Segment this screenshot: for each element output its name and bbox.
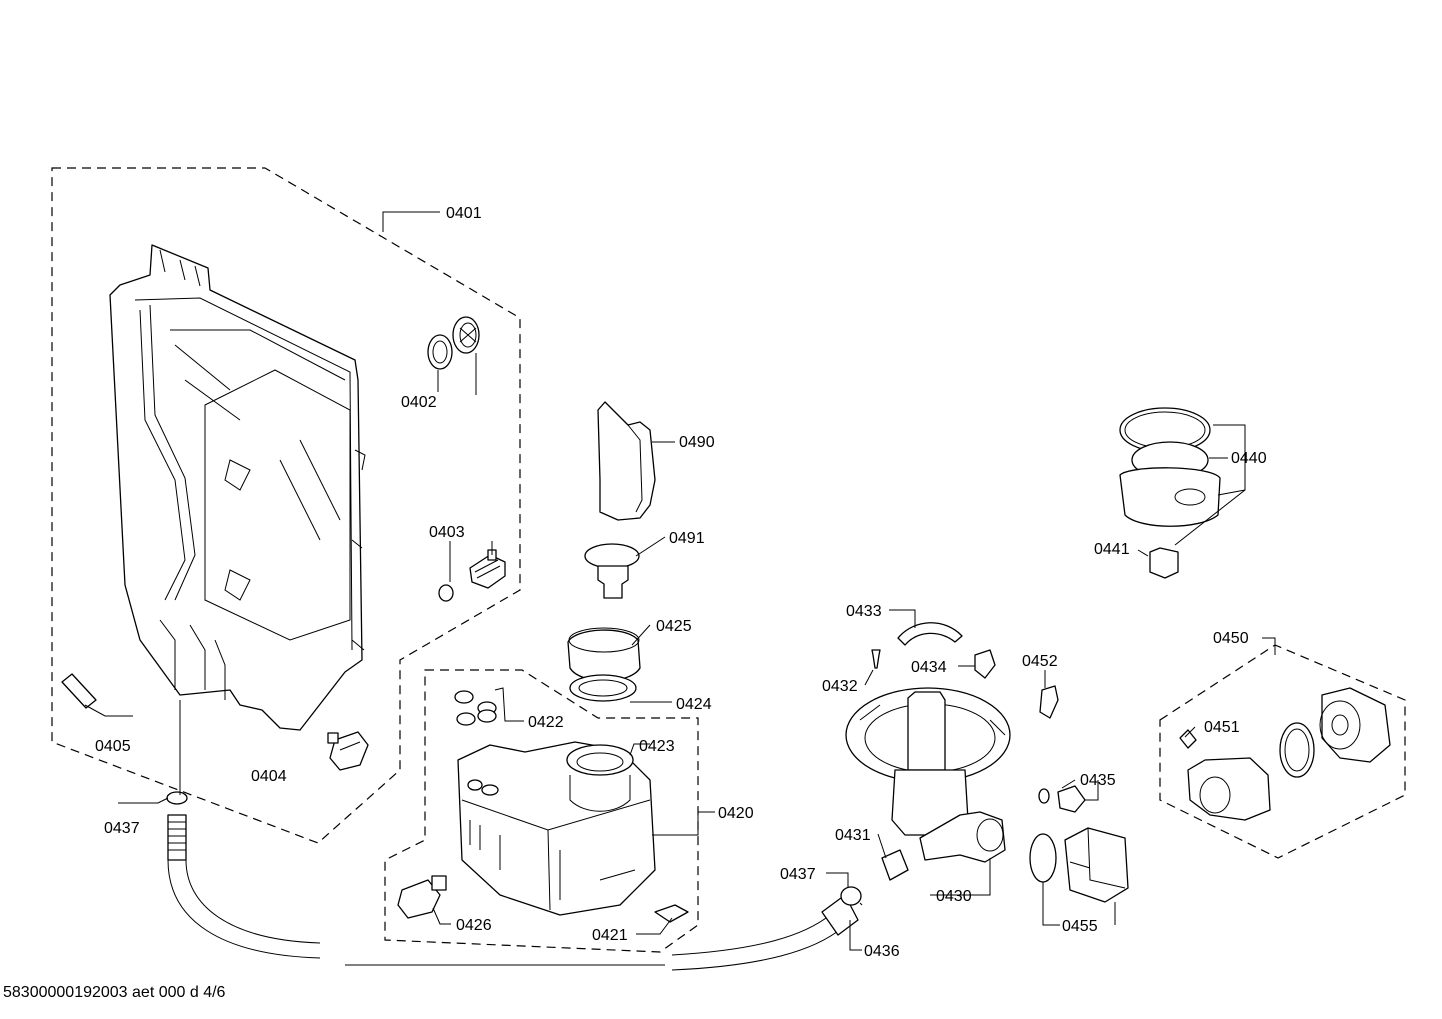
label-0437-right: 0437 xyxy=(780,866,816,883)
ring-0402-part xyxy=(427,316,480,370)
label-0437-left: 0437 xyxy=(104,820,140,837)
clip-0421-part xyxy=(654,904,689,923)
label-0423: 0423 xyxy=(639,738,675,755)
label-0404: 0404 xyxy=(251,768,287,785)
part-0435 xyxy=(1038,785,1086,813)
label-0451: 0451 xyxy=(1204,719,1240,736)
label-0405: 0405 xyxy=(95,738,131,755)
drain-pump-0450-part xyxy=(1179,687,1391,821)
part-0452 xyxy=(1039,685,1059,719)
label-0452: 0452 xyxy=(1022,653,1058,670)
cap-0425-part xyxy=(567,627,641,682)
label-0420: 0420 xyxy=(718,805,754,822)
softener-0420-part xyxy=(457,741,656,916)
label-0435: 0435 xyxy=(1080,772,1116,789)
label-0424: 0424 xyxy=(676,696,712,713)
label-0440: 0440 xyxy=(1231,450,1267,467)
clip-0405-part xyxy=(61,673,97,709)
label-0425: 0425 xyxy=(656,618,692,635)
part-0434 xyxy=(974,649,996,679)
adapter-0431-part xyxy=(881,849,909,881)
deflector-0433-part xyxy=(897,622,963,646)
label-0432: 0432 xyxy=(822,678,858,695)
ring-0424-part xyxy=(569,674,637,702)
leader-lines xyxy=(84,211,1276,951)
group-outline-0420 xyxy=(384,669,699,953)
label-0402: 0402 xyxy=(401,394,437,411)
group-outline-0401 xyxy=(51,167,521,844)
funnel-0490-part xyxy=(597,401,656,521)
screw-0432-part xyxy=(871,649,881,669)
pump-pot-0430-part xyxy=(845,687,1011,863)
label-0490: 0490 xyxy=(679,434,715,451)
heat-pump-0455-part xyxy=(1029,827,1129,903)
seals-0422-part xyxy=(454,690,497,726)
label-0430: 0430 xyxy=(936,888,972,905)
label-0426: 0426 xyxy=(456,917,492,934)
label-0431: 0431 xyxy=(835,827,871,844)
nozzle-0491-part xyxy=(584,543,640,599)
sensor-0404-part xyxy=(327,731,369,771)
cover-0440-part xyxy=(1119,407,1221,527)
label-0422: 0422 xyxy=(528,714,564,731)
valve-0426-part xyxy=(397,875,447,919)
valve-0403-part xyxy=(438,549,506,602)
label-0401: 0401 xyxy=(446,205,482,222)
label-0433: 0433 xyxy=(846,603,882,620)
label-0450: 0450 xyxy=(1213,630,1249,647)
part-labels: 0401 0402 0403 0404 0405 0437 0490 0491 … xyxy=(95,205,1267,960)
base-panel-part xyxy=(109,244,366,731)
document-id-footer: 58300000192003 aet 000 d 4/6 xyxy=(3,984,226,1001)
drain-hose-part xyxy=(166,700,862,971)
label-0434: 0434 xyxy=(911,659,947,676)
label-0436: 0436 xyxy=(864,943,900,960)
label-0491: 0491 xyxy=(669,530,705,547)
label-0421: 0421 xyxy=(592,927,628,944)
label-0403: 0403 xyxy=(429,524,465,541)
label-0455: 0455 xyxy=(1062,918,1098,935)
label-0441: 0441 xyxy=(1094,541,1130,558)
fan-0441-part xyxy=(1149,547,1179,579)
